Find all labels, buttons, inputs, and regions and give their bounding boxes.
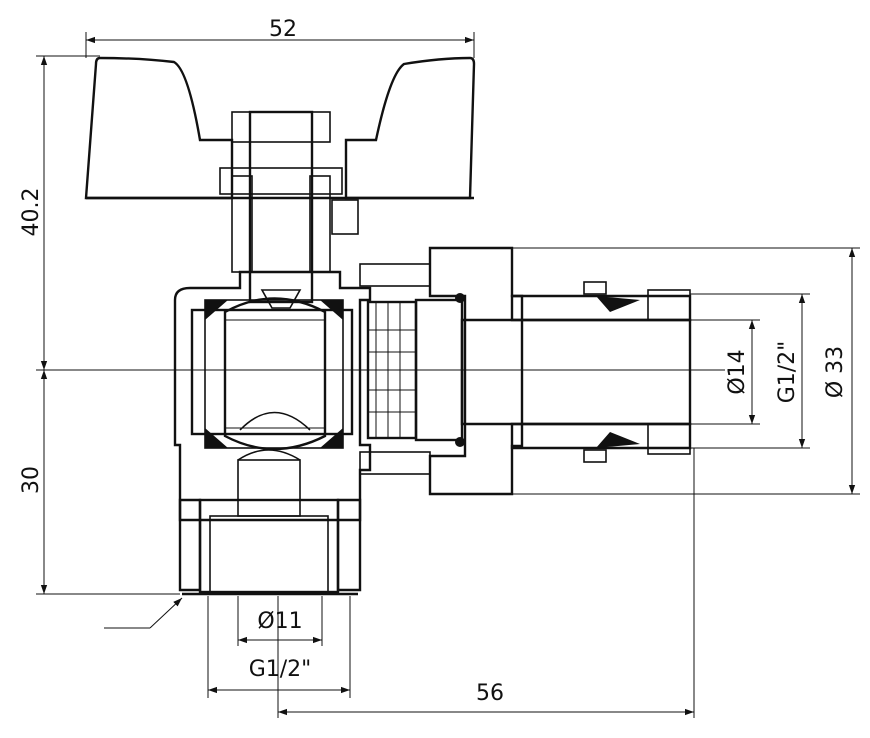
dim-handle-width: 52 [269, 17, 297, 42]
bottom-connection [178, 449, 362, 596]
dim-outlet-thread: G1/2" [775, 341, 800, 404]
dim-total-height: 40.2 [19, 188, 44, 237]
dim-bore: Ø11 [257, 609, 302, 634]
dimension-lines [36, 32, 860, 718]
valve-body [173, 270, 372, 522]
outlet-union [359, 246, 692, 496]
dim-horizontal-offset: 56 [476, 681, 504, 706]
dim-outlet-bore: Ø14 [725, 349, 750, 394]
handle [84, 56, 476, 200]
dim-bottom-thread: G1/2" [249, 657, 312, 682]
dim-nut-diameter: Ø 33 [823, 346, 848, 398]
dim-lower-height: 30 [19, 466, 44, 494]
